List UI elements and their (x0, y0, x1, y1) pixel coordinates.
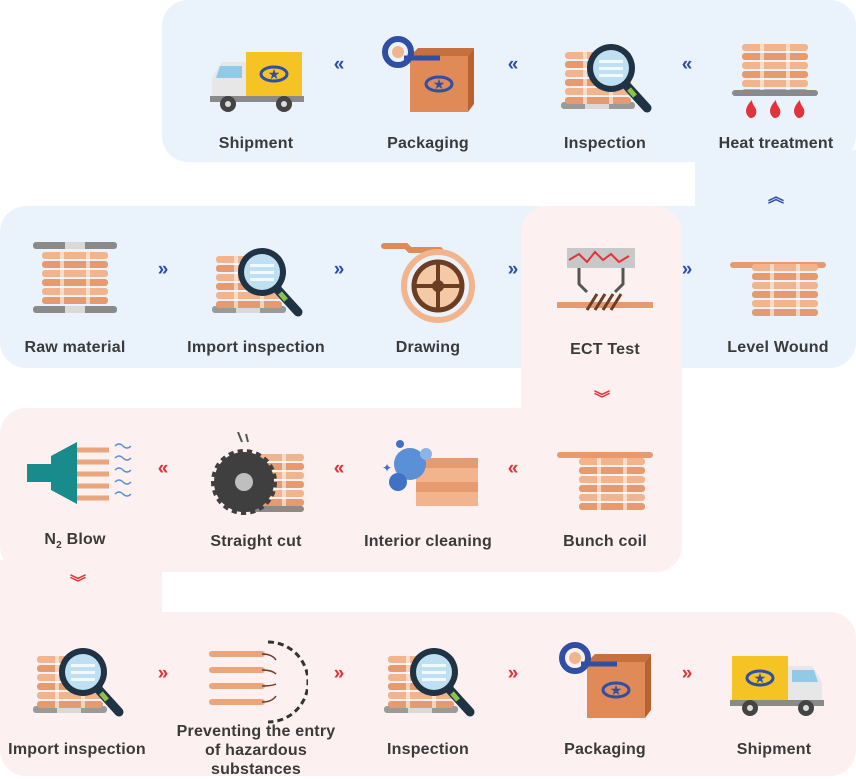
step-label: Packaging (387, 135, 469, 152)
step-import-inspection-bottom: Import inspection (2, 622, 152, 762)
arrow-up: ︽ (767, 189, 784, 206)
svg-text:✦: ✦ (382, 461, 392, 475)
row3-panel (0, 408, 682, 572)
step-straight-cut: Straight cut (181, 414, 331, 554)
step-label: Drawing (395, 339, 461, 356)
sealed-tube-ends-icon (208, 640, 308, 730)
step-label: Shipment (736, 741, 812, 758)
nozzle-blow-icon (27, 430, 132, 520)
arrow-right: » (157, 259, 169, 280)
step-label: N2 Blow (44, 531, 106, 552)
arrow-right: » (507, 259, 519, 280)
wire-spool-icon (27, 238, 123, 328)
step-label: Inspection (386, 741, 469, 758)
step-label: Import inspection (187, 339, 325, 356)
package-box-icon (380, 34, 476, 124)
package-box-icon (557, 640, 653, 730)
step-label: ECT Test (570, 341, 640, 358)
magnifier-coil-icon (29, 640, 125, 730)
step-label: Import inspection (8, 741, 146, 758)
step-shipment-bottom: Shipment (699, 622, 849, 762)
step-packaging-bottom: Packaging (530, 622, 680, 762)
step-drawing: Drawing (353, 220, 503, 360)
step-raw-material: Raw material (0, 220, 150, 360)
level-wound-coil-icon (730, 238, 826, 328)
step-shipment-top: Shipment (181, 16, 331, 156)
step-label: Heat treatment (718, 135, 834, 152)
truck-icon (726, 640, 826, 730)
arrow-right: » (507, 663, 519, 684)
arrow-down: ︾ (593, 391, 610, 408)
wire-drawing-wheel-icon (380, 238, 476, 328)
arrow-down: ︾ (69, 575, 86, 592)
step-inspection-bottom: Inspection (353, 622, 503, 762)
step-label: Shipment (218, 135, 294, 152)
step-bunch-coil: Bunch coil (530, 414, 680, 554)
arrow-right: » (681, 259, 693, 280)
arrow-right: » (157, 663, 169, 684)
step-label: Interior cleaning (364, 533, 492, 550)
magnifier-coil-icon (380, 640, 476, 730)
step-label: Raw material (24, 339, 126, 356)
saw-blade-icon (208, 432, 304, 522)
magnifier-coil-icon (208, 238, 304, 328)
step-label: Level Wound (727, 339, 829, 356)
arrow-left: « (157, 458, 169, 479)
arrow-left: « (507, 54, 519, 75)
step-inspection-top: Inspection (530, 16, 680, 156)
step-interior-cleaning: ✦ Interior cleaning (353, 414, 503, 554)
arrow-right: » (333, 259, 345, 280)
step-heat-treatment: Heat treatment (701, 16, 851, 156)
arrow-left: « (333, 458, 345, 479)
arrow-right: » (681, 663, 693, 684)
step-label: Straight cut (210, 533, 302, 550)
arrow-left: « (507, 458, 519, 479)
eddy-current-test-icon (557, 240, 653, 330)
truck-icon (208, 34, 306, 124)
step-label: Bunch coil (563, 533, 647, 550)
bunch-coil-icon (557, 432, 653, 522)
step-import-inspection-mid: Import inspection (181, 220, 331, 360)
step-label: Inspection (563, 135, 646, 152)
step-label: Packaging (564, 741, 646, 758)
step-packaging-top: Packaging (353, 16, 503, 156)
step-ect-test: ECT Test (530, 222, 680, 362)
arrow-left: « (681, 54, 693, 75)
step-n2-blow: N2 Blow (0, 412, 150, 552)
cleaning-bubbles-icon: ✦ (380, 432, 478, 522)
heat-coil-icon (728, 34, 824, 124)
arrow-right: » (333, 663, 345, 684)
arrow-left: « (333, 54, 345, 75)
magnifier-coil-icon (557, 34, 653, 124)
step-level-wound: Level Wound (703, 220, 853, 360)
